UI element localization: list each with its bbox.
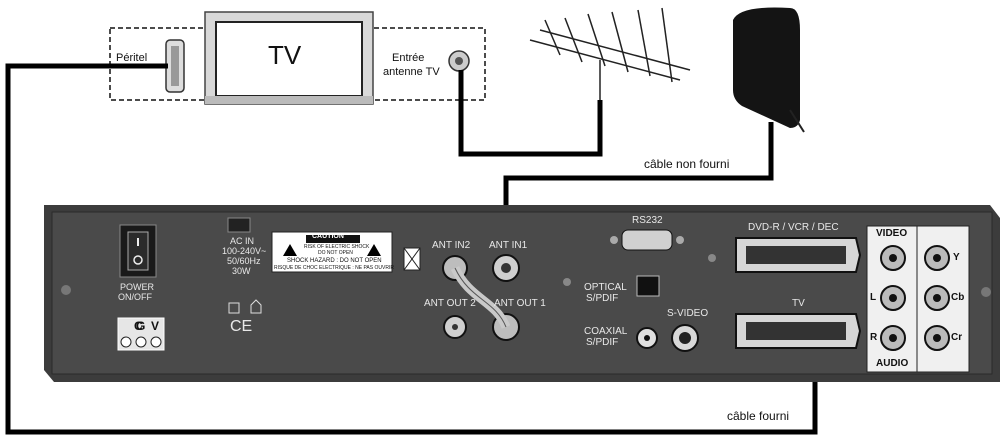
scart-dvd-vcr-dec	[735, 237, 862, 273]
weee-icon	[403, 247, 421, 271]
scart-tv	[735, 313, 862, 349]
cgv-letter-g: G	[136, 319, 146, 333]
power-label-line1: POWER	[120, 282, 155, 292]
shock-line2: RISQUE DE CHOC ELECTRIQUE : NE PAS OUVRI…	[274, 265, 394, 271]
tv-label: TV	[268, 40, 302, 70]
cgv-letters: C	[134, 319, 180, 333]
coaxial-label-line2: S/PDIF	[586, 337, 619, 348]
cgv-letter-v: V	[151, 319, 160, 333]
ce-mark: CE	[230, 318, 253, 335]
coaxial-label-line1: COAXIAL	[584, 326, 628, 337]
power-switch	[119, 224, 157, 278]
cable-not-supplied-label: câble non fourni	[644, 157, 730, 171]
cable-peritel	[5, 63, 818, 435]
svideo-port	[671, 324, 699, 352]
scart-tv-label: TV	[792, 298, 805, 309]
optical-label-line1: OPTICAL	[584, 282, 627, 293]
audio-r-label: R	[870, 332, 878, 343]
tv-set	[204, 11, 374, 105]
antenna-input-label-line2: antenne TV	[383, 66, 440, 78]
cr-label: Cr	[951, 332, 963, 343]
ac-in-label-line4: 30W	[232, 266, 251, 276]
tv-antenna-socket	[448, 50, 470, 72]
screw-right	[981, 287, 991, 297]
cb-label: Cb	[951, 292, 965, 303]
screw-mid	[708, 254, 716, 262]
ant-in1-connector	[492, 254, 520, 282]
receiver-rear-panel	[44, 205, 1000, 382]
cgv-letter-c: C	[134, 319, 143, 333]
caution-title: CAUTION	[312, 233, 344, 240]
caution-line1: RISK OF ELECTRIC SHOCK	[304, 244, 370, 250]
audio-label: AUDIO	[876, 358, 909, 369]
ant-out1-label: ANT OUT 1	[494, 298, 546, 309]
shock-line1: SHOCK HAZARD : DO NOT OPEN	[287, 258, 382, 264]
rooftop-antenna	[529, 7, 691, 104]
video-label: VIDEO	[876, 228, 908, 239]
scart-top-label: DVD-R / VCR / DEC	[748, 222, 839, 233]
ac-in-label-line2: 100-240V~	[222, 246, 267, 256]
cable-antenna-to-tv	[458, 70, 603, 157]
optical-label-line2: S/PDIF	[586, 293, 619, 304]
ground-screw	[563, 278, 571, 286]
cable-indoor-antenna-to-receiver	[503, 122, 774, 212]
antenna-input-label-line1: Entrée	[392, 52, 425, 64]
double-insulation-icon	[228, 302, 240, 314]
y-label: Y	[953, 252, 960, 263]
optical-port	[636, 275, 660, 297]
caution-line2: DO NOT OPEN	[318, 250, 353, 256]
audio-l-label: L	[870, 292, 877, 303]
av-jack-panel	[866, 225, 970, 373]
ant-in2-label: ANT IN2	[432, 240, 471, 251]
caution-label	[271, 231, 393, 273]
ant-in1-label: ANT IN1	[489, 240, 528, 251]
rs232-port	[610, 229, 684, 251]
peritel-label: Péritel	[116, 52, 148, 64]
rs232-label: RS232	[632, 215, 663, 226]
ac-in-label-line3: 50/60Hz	[227, 256, 261, 266]
ant-out2-connector	[443, 315, 467, 339]
ac-in-label-line1: AC IN	[230, 236, 255, 246]
tv-peritel-connector	[165, 39, 185, 93]
indoor-use-icon	[250, 299, 262, 314]
cgv-logo	[117, 317, 165, 351]
ac-socket	[227, 217, 251, 233]
cable-supplied-label: câble fourni	[727, 409, 790, 423]
coaxial-port	[636, 327, 658, 349]
power-label-line2: ON/OFF	[118, 292, 152, 302]
svideo-label: S-VIDEO	[667, 308, 709, 319]
indoor-antenna	[733, 7, 805, 133]
screw-left	[61, 285, 71, 295]
ant-out2-label: ANT OUT 2	[424, 298, 476, 309]
